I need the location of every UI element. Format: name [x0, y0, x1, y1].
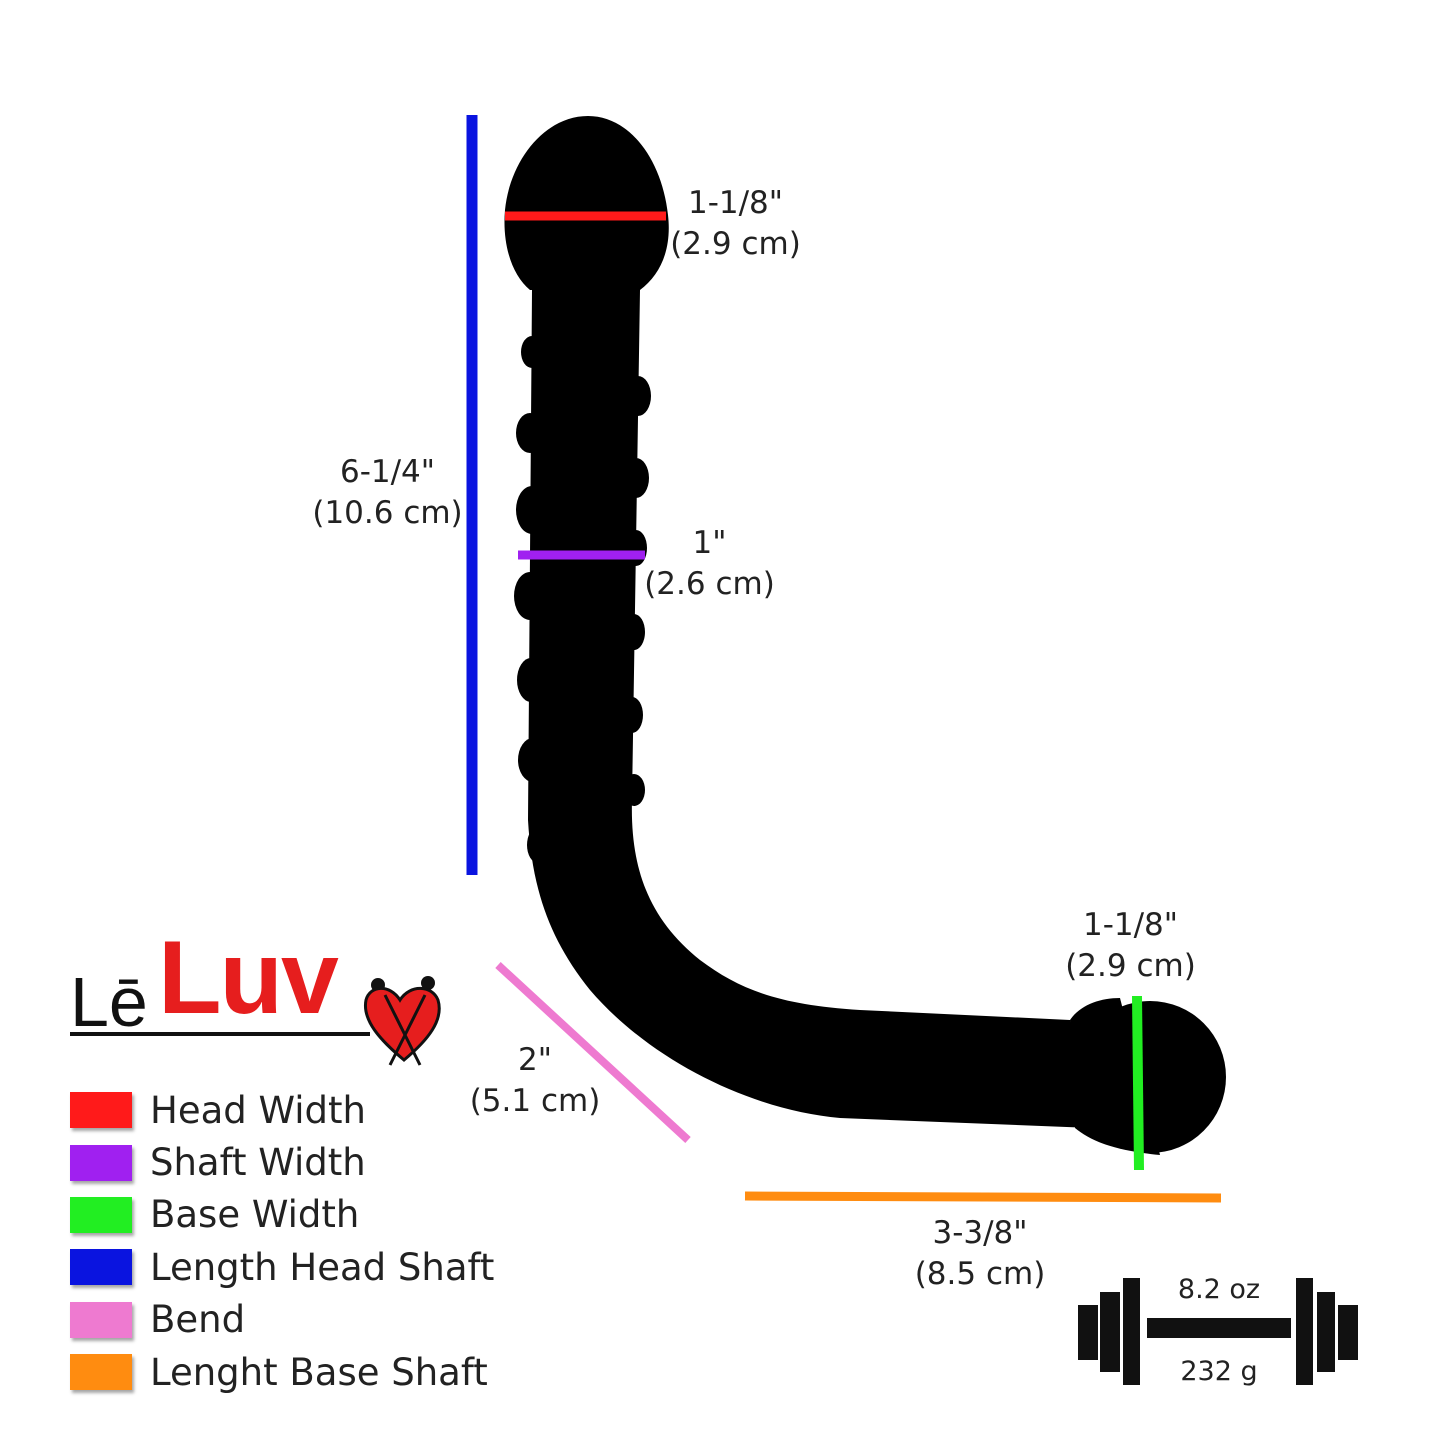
legend-item-shaft-width: Shaft Width: [70, 1136, 590, 1188]
legend-swatch: [70, 1354, 132, 1391]
legend-swatch: [70, 1144, 132, 1181]
bend-imperial: 2": [518, 1042, 552, 1078]
legend-swatch: [70, 1249, 132, 1286]
legend-label: Shaft Width: [150, 1141, 366, 1185]
length-base-shaft-line: [744, 1191, 1222, 1203]
dumbbell-icon: [1078, 1278, 1358, 1385]
length-base-shaft-imperial: 3-3/8": [932, 1215, 1028, 1251]
length-base-shaft-metric: (8.5 cm): [914, 1256, 1046, 1292]
logo-heart-icon: [363, 976, 441, 1066]
legend-label: Bend: [150, 1298, 246, 1342]
legend-item-base-width: Base Width: [70, 1189, 590, 1241]
legend-label: Head Width: [150, 1088, 367, 1132]
product-silhouette: [504, 116, 1226, 1155]
legend-label: Base Width: [150, 1193, 360, 1237]
legend-item-length-base-shaft: Lenght Base Shaft: [70, 1346, 590, 1398]
shaft-width-label: 1" (2.6 cm): [642, 523, 777, 605]
shaft-width-metric: (2.6 cm): [644, 566, 775, 602]
legend-item-length-head-shaft: Length Head Shaft: [70, 1241, 590, 1293]
length-head-shaft-label: 6-1/4" (10.6 cm): [310, 452, 465, 534]
logo-prefix: Lē: [70, 963, 148, 1041]
length-base-shaft-label: 3-3/8" (8.5 cm): [910, 1213, 1050, 1295]
legend-swatch: [70, 1092, 132, 1129]
head-width-imperial: 1-1/8": [687, 185, 784, 221]
shaft-width-imperial: 1": [692, 525, 727, 561]
base-width-metric: (2.9 cm): [1065, 948, 1196, 984]
bend-label: 2" (5.1 cm): [466, 1040, 604, 1122]
bend-metric: (5.1 cm): [469, 1083, 601, 1119]
base-width-line: [1132, 995, 1144, 1171]
weight-imperial: 8.2 oz: [1177, 1274, 1261, 1305]
weight-metric: 232 g: [1180, 1356, 1258, 1387]
legend-item-head-width: Head Width: [70, 1084, 590, 1136]
legend-swatch: [70, 1301, 132, 1338]
legend-label: Length Head Shaft: [150, 1245, 495, 1289]
head-width-metric: (2.9 cm): [670, 226, 801, 262]
head-width-label: 1-1/8" (2.9 cm): [668, 183, 803, 265]
length-head-shaft-metric: (10.6 cm): [312, 495, 463, 531]
legend-label: Lenght Base Shaft: [150, 1350, 488, 1394]
bend-line: [495, 962, 691, 1143]
length-head-shaft-imperial: 6-1/4": [339, 454, 436, 490]
logo-underline: [70, 1032, 370, 1036]
legend-swatch: [70, 1196, 132, 1233]
brand-logo: Lē Luv: [70, 920, 460, 1070]
legend: Head Width Shaft Width Base Width Length…: [70, 1084, 590, 1398]
legend-item-bend: Bend: [70, 1294, 590, 1346]
base-width-imperial: 1-1/8": [1082, 907, 1179, 943]
base-width-label: 1-1/8" (2.9 cm): [1063, 905, 1198, 987]
logo-word: Luv: [158, 920, 339, 1036]
